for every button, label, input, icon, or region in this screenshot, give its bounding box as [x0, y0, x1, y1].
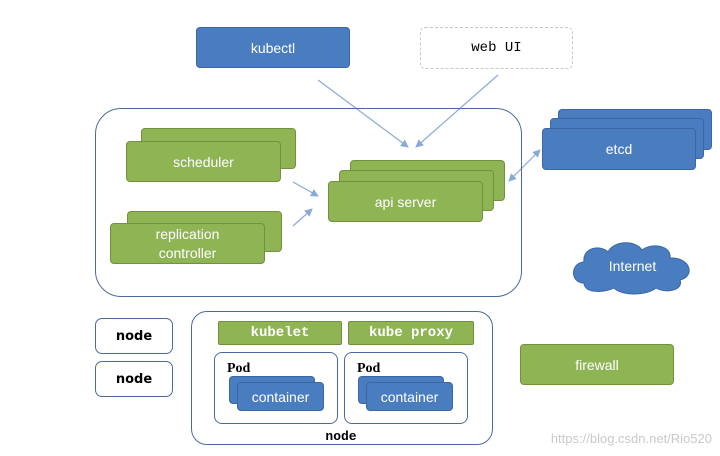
node-main-label-wrap: node [311, 428, 371, 444]
kubelet-label: kubelet [250, 325, 310, 341]
arrow-kubectl-to-api [317, 79, 409, 148]
master-group [95, 108, 522, 297]
pod-label-1: Pod [227, 361, 251, 376]
kube-proxy-box: kube proxy [348, 321, 474, 345]
replication-controller-label-line2: controller [158, 244, 217, 261]
kubectl-box: kubectl [196, 27, 350, 68]
kubectl-label: kubectl [250, 39, 296, 56]
replication-controller-box: replication controller [110, 223, 265, 264]
internet-cloud-shape [573, 242, 690, 295]
arrow-scheduler-to-api [292, 181, 319, 197]
scheduler-label: scheduler [173, 153, 234, 170]
arrow-api-etcd [508, 149, 541, 182]
api-server-box: api server [328, 181, 483, 222]
scheduler-box: scheduler [126, 141, 281, 182]
web-ui-label: web UI [471, 40, 522, 56]
api-server-label: api server [374, 193, 437, 210]
node-label-2: node [115, 371, 153, 387]
kube-proxy-label: kube proxy [368, 325, 453, 341]
etcd-box: etcd [542, 128, 696, 170]
arrow-webui-to-api [415, 74, 499, 148]
pod-label-2: Pod [357, 361, 381, 376]
container-label-2: container [380, 388, 439, 405]
firewall-label: firewall [575, 356, 619, 373]
etcd-label: etcd [605, 141, 633, 157]
node-box-2: node [95, 361, 173, 397]
watermark: https://blog.csdn.net/Rio520 [550, 431, 712, 446]
container-label-1: container [251, 388, 310, 405]
replication-controller-label-line1: replication [155, 225, 220, 242]
arrow-replication-to-api [292, 208, 313, 227]
node-group [191, 311, 493, 445]
node-main-label: node [325, 428, 357, 444]
node-label-1: node [115, 328, 153, 344]
container-box-2: container [366, 382, 453, 411]
container-box-1: container [237, 382, 324, 411]
web-ui-box: web UI [420, 27, 573, 69]
kubelet-box: kubelet [218, 321, 342, 345]
node-box-1: node [95, 318, 173, 354]
internet-label: Internet [608, 258, 657, 274]
internet-label-wrap: Internet [580, 255, 685, 277]
firewall-box: firewall [520, 344, 674, 385]
